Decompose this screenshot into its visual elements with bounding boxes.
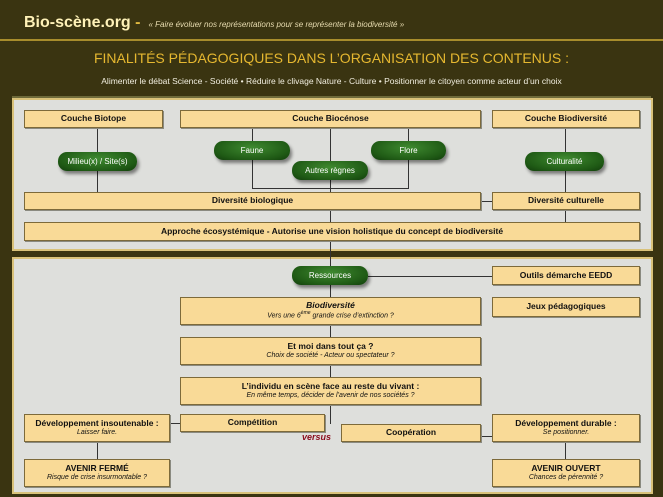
box-subtitle: Se positionner.	[542, 428, 590, 436]
pill-ressources[interactable]: Ressources	[292, 266, 368, 285]
connector	[565, 127, 566, 222]
header-row: Bio-scène.org - « Faire évoluer nos repr…	[24, 14, 404, 32]
diversite-culturelle: Diversité culturelle	[492, 192, 640, 210]
superscript: ème	[300, 310, 311, 317]
box-competition: Compétition	[180, 414, 325, 432]
connector	[481, 201, 492, 202]
connector	[481, 436, 492, 437]
box-title: Et moi dans tout ça ?	[287, 341, 374, 352]
site-logo[interactable]: Bio-scène.org -	[24, 14, 140, 32]
box-title: Développement insoutenable :	[35, 418, 159, 429]
box-title: AVENIR FERMÉ	[65, 463, 129, 474]
pill-flore[interactable]: Flore	[371, 141, 446, 160]
box-subtitle: Laisser faire.	[76, 428, 118, 436]
pill-autres-regnes[interactable]: Autres règnes	[292, 161, 368, 180]
connector	[565, 442, 566, 459]
page-subtitle: Alimenter le débat Science - Société • R…	[101, 76, 562, 86]
subtitle-part: grande crise d’extinction ?	[310, 312, 394, 320]
box-title: Développement durable :	[515, 418, 617, 429]
box-insoutenable: Développement insoutenable : Laisser fai…	[24, 414, 170, 442]
pill-faune[interactable]: Faune	[214, 141, 290, 160]
diversite-biologique: Diversité biologique	[24, 192, 481, 210]
box-subtitle: Vers une 6ème grande crise d’extinction …	[181, 310, 480, 320]
brand-name: Bio-scène.org	[24, 14, 131, 31]
page-title: FINALITÉS PÉDAGOGIQUES DANS L’ORGANISATI…	[93, 50, 570, 66]
box-avenir-ferme: AVENIR FERMÉ Risque de crise insurmontab…	[24, 459, 170, 487]
box-biodiversite: Biodiversité Vers une 6ème grande crise …	[180, 297, 481, 325]
header-divider	[0, 39, 663, 41]
box-individu: L’individu en scène face au reste du viv…	[180, 377, 481, 405]
jeux-pedagogiques[interactable]: Jeux pédagogiques	[492, 297, 640, 317]
box-durable: Développement durable : Se positionner.	[492, 414, 640, 442]
title-divider	[12, 96, 651, 98]
box-title: L’individu en scène face au reste du viv…	[241, 381, 420, 392]
box-subtitle: Choix de société - Acteur ou spectateur …	[266, 351, 395, 359]
connector	[368, 276, 492, 277]
brand-dash: -	[135, 14, 141, 31]
tagline: « Faire évoluer nos représentations pour…	[148, 20, 405, 29]
box-subtitle: Risque de crise insurmontable ?	[47, 473, 147, 481]
connector	[170, 423, 180, 424]
box-title: AVENIR OUVERT	[531, 463, 601, 474]
box-title: Biodiversité	[306, 300, 355, 311]
box-cooperation: Coopération	[341, 424, 481, 442]
couche-biocenose: Couche Biocénose	[180, 110, 481, 128]
panel-outcomes	[12, 257, 653, 494]
box-subtitle: En même temps, décider de l’avenir de no…	[246, 391, 415, 399]
box-subtitle: Chances de pérennité ?	[528, 473, 604, 481]
pill-milieu[interactable]: Milieu(x) / Site(s)	[58, 152, 137, 171]
subtitle-part: Vers une 6	[267, 312, 301, 320]
connector	[97, 442, 98, 459]
pill-culturalite[interactable]: Culturalité	[525, 152, 604, 171]
box-et-moi: Et moi dans tout ça ? Choix de société -…	[180, 337, 481, 365]
outils-eedd[interactable]: Outils démarche EEDD	[492, 266, 640, 285]
couche-biodiversite: Couche Biodiversité	[492, 110, 640, 128]
box-avenir-ouvert: AVENIR OUVERT Chances de pérennité ?	[492, 459, 640, 487]
couche-biotope: Couche Biotope	[24, 110, 163, 128]
approche-ecosystemique: Approche écosystémique - Autorise une vi…	[24, 222, 640, 241]
connector	[252, 188, 409, 189]
versus-label: versus	[302, 432, 332, 442]
